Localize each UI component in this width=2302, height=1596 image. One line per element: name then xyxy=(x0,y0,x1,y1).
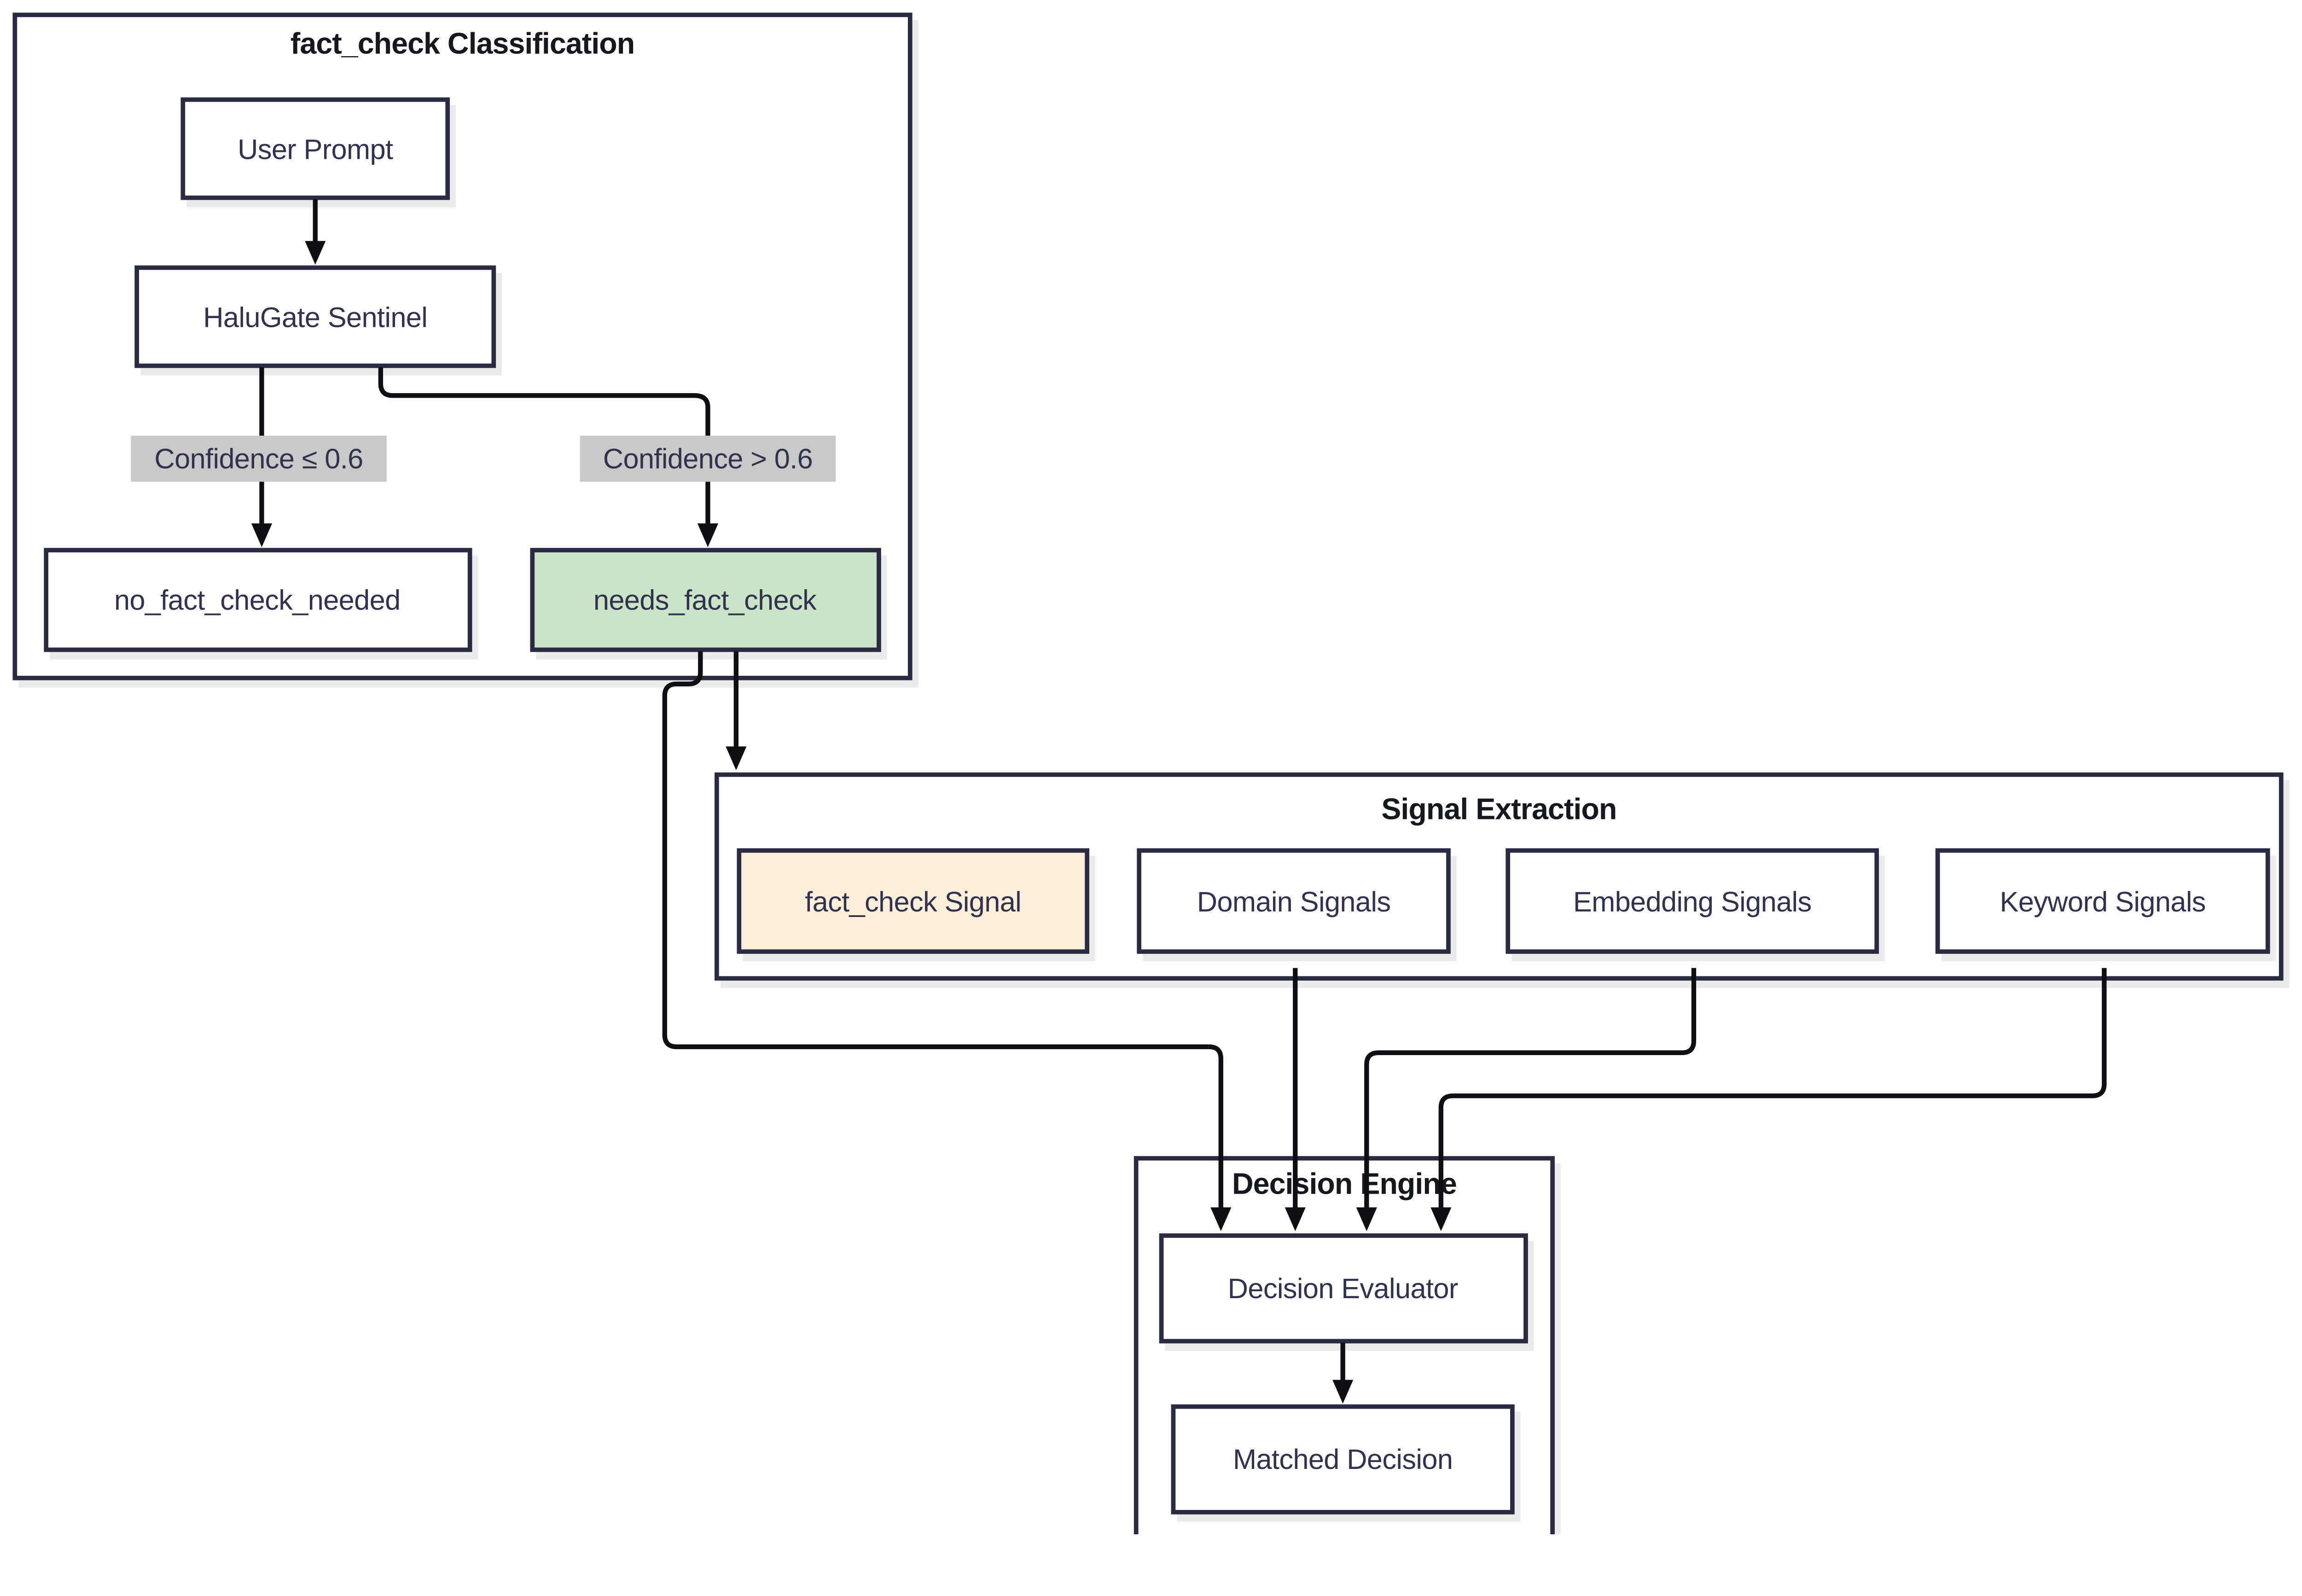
node-needs-fact-check-box xyxy=(530,548,881,652)
node-embedding-signals: Embedding Signals xyxy=(1506,848,1879,954)
flowchart-diagram: fact_check Classification Signal Extract… xyxy=(12,12,2284,1535)
node-fact-check-signal-label: fact_check Signal xyxy=(805,886,1021,918)
node-halugate-sentinel: HaluGate Sentinel xyxy=(134,265,496,368)
node-decision-evaluator-label: Decision Evaluator xyxy=(1228,1273,1458,1305)
edge-label-low-confidence: Confidence ≤ 0.6 xyxy=(131,435,387,482)
edge-keyword-signals-to-decision-evaluator xyxy=(1430,968,2107,1231)
edge-label-high-confidence-text: Confidence > 0.6 xyxy=(603,443,813,475)
node-embedding-signals-label: Embedding Signals xyxy=(1573,886,1812,918)
node-halugate-sentinel-label: HaluGate Sentinel xyxy=(203,302,427,334)
edge-label-low-confidence-text: Confidence ≤ 0.6 xyxy=(154,443,363,475)
node-fact-check-signal-box xyxy=(737,848,1089,954)
node-domain-signals: Domain Signals xyxy=(1137,848,1451,954)
edge-halugate-to-needs-fact-check xyxy=(378,367,719,547)
node-user-prompt-label: User Prompt xyxy=(238,134,393,166)
node-decision-evaluator: Decision Evaluator xyxy=(1159,1233,1528,1344)
node-user-prompt-box xyxy=(180,97,450,200)
node-fact-check-signal: fact_check Signal xyxy=(737,848,1089,954)
edge-label-high-confidence: Confidence > 0.6 xyxy=(580,435,836,482)
node-domain-signals-label: Domain Signals xyxy=(1197,886,1391,918)
node-decision-evaluator-box xyxy=(1159,1233,1528,1344)
node-halugate-sentinel-box xyxy=(134,265,496,368)
node-keyword-signals-box xyxy=(1935,848,2270,954)
node-no-fact-check-needed-label: no_fact_check_needed xyxy=(114,584,401,616)
node-keyword-signals: Keyword Signals xyxy=(1935,848,2270,954)
subgraph-signal-extraction-title: Signal Extraction xyxy=(1381,793,1616,826)
node-matched-decision-label: Matched Decision xyxy=(1233,1444,1453,1475)
node-matched-decision: Matched Decision xyxy=(1171,1404,1515,1515)
node-no-fact-check-needed: no_fact_check_needed xyxy=(44,548,472,652)
edge-needs-fact-check-to-decision-evaluator xyxy=(662,651,1232,1231)
node-embedding-signals-box xyxy=(1506,848,1879,954)
subgraph-decision-engine-title: Decision Engine xyxy=(1232,1167,1457,1201)
node-no-fact-check-needed-box xyxy=(44,548,472,652)
node-user-prompt: User Prompt xyxy=(180,97,450,200)
edge-label-high-confidence-bg xyxy=(580,435,836,482)
subgraph-classification-title: fact_check Classification xyxy=(291,27,634,60)
node-needs-fact-check: needs_fact_check xyxy=(530,548,881,652)
edge-label-low-confidence-bg xyxy=(131,435,387,482)
edge-embedding-signals-to-decision-evaluator xyxy=(1356,968,1697,1231)
node-matched-decision-box xyxy=(1171,1404,1515,1515)
node-needs-fact-check-label: needs_fact_check xyxy=(593,584,817,616)
node-keyword-signals-label: Keyword Signals xyxy=(2000,886,2206,918)
node-domain-signals-box xyxy=(1137,848,1451,954)
